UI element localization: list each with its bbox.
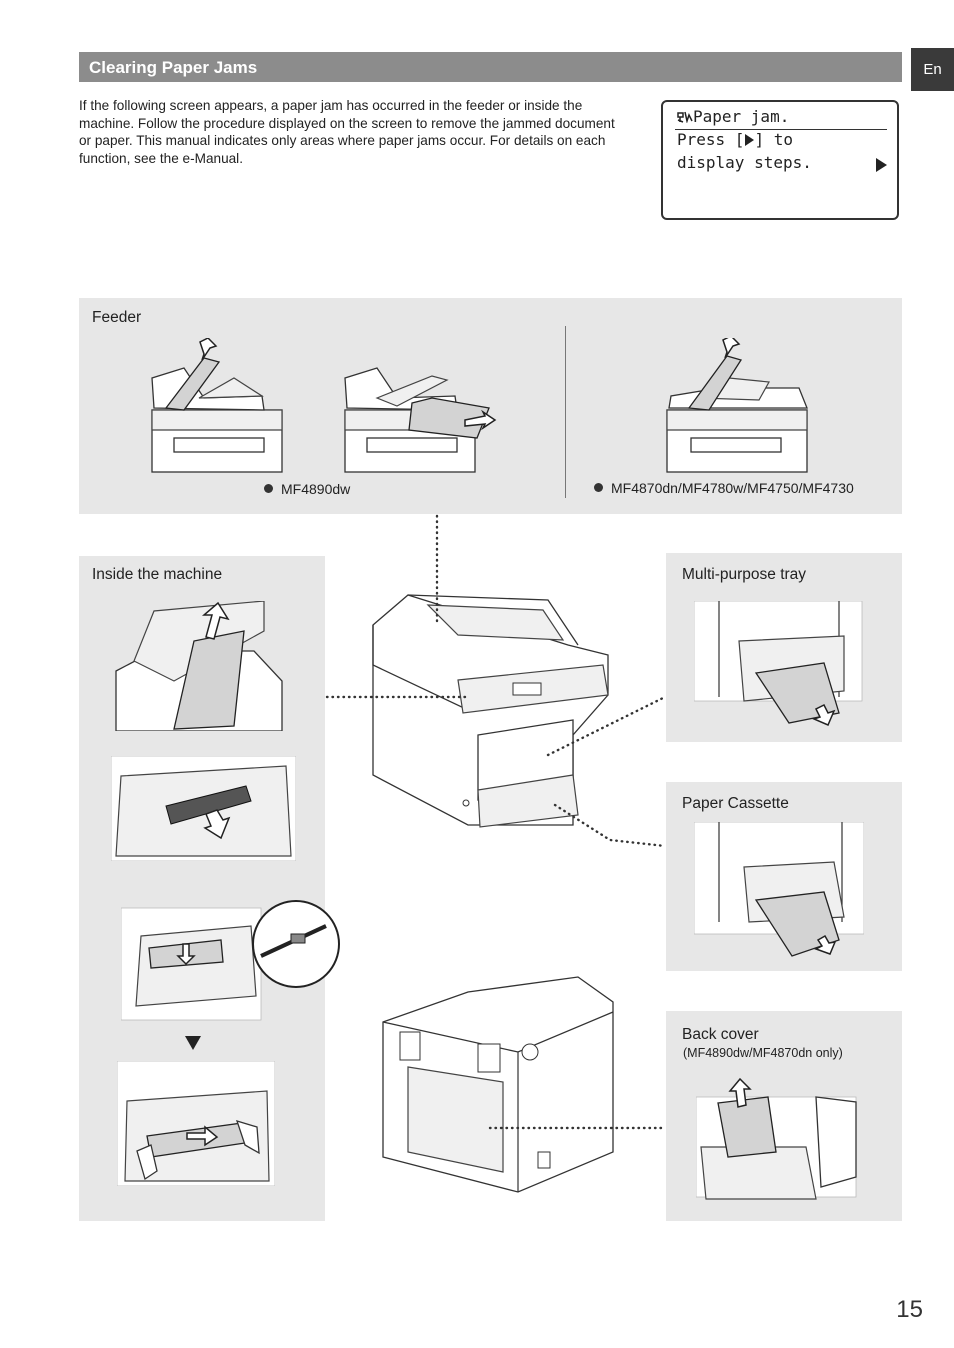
- inside-illustration-1: [115, 601, 283, 731]
- feeder-label: Feeder: [92, 309, 142, 326]
- lcd-divider: [675, 129, 887, 130]
- caption-mf4890dw: MF4890dw: [264, 481, 350, 497]
- language-tab: En: [911, 48, 954, 91]
- back-cover-label: Back cover: [682, 1026, 759, 1043]
- inside-illustration-2: [111, 756, 296, 861]
- lcd-screen: Paper jam. Press [ ] to display steps.: [661, 100, 899, 220]
- back-cover-illustration: [696, 1077, 857, 1200]
- back-cover-note: (MF4890dw/MF4870dn only): [683, 1046, 843, 1060]
- paper-cassette-label: Paper Cassette: [682, 795, 789, 812]
- inside-illustration-4: [117, 1061, 275, 1186]
- printer-front-illustration: [372, 594, 609, 828]
- paper-cassette-illustration: [694, 822, 864, 957]
- mp-tray-panel: Multi-purpose tray: [666, 553, 902, 742]
- feeder-panel: Feeder MF4890dw MF4870dn/MF4780w/MF4750/…: [79, 298, 902, 514]
- section-title: Clearing Paper Jams: [89, 58, 258, 77]
- mp-tray-label: Multi-purpose tray: [682, 566, 807, 583]
- paper-jam-icon: [677, 111, 693, 124]
- printer-back-illustration: [382, 976, 614, 1193]
- mp-tray-illustration: [694, 601, 863, 726]
- paper-cassette-panel: Paper Cassette: [666, 782, 902, 971]
- bullet-icon: [594, 483, 603, 492]
- inside-illustration-3: [121, 900, 340, 1021]
- intro-paragraph: If the following screen appears, a paper…: [79, 98, 615, 166]
- page-number: 15: [896, 1296, 923, 1323]
- lcd-line-2b: ] to: [754, 130, 793, 149]
- caption-other-models: MF4870dn/MF4780w/MF4750/MF4730: [594, 480, 854, 496]
- lcd-line-3: display steps.: [677, 153, 812, 172]
- bullet-icon: [264, 484, 273, 493]
- lcd-line-2a: Press [: [677, 130, 745, 149]
- section-title-bar: Clearing Paper Jams: [79, 52, 902, 82]
- next-arrow-icon: [876, 158, 887, 172]
- feeder-illustration-2: [344, 367, 497, 473]
- feeder-illustration-3: [666, 338, 808, 473]
- feeder-divider: [565, 326, 566, 498]
- down-triangle-icon: [185, 1036, 201, 1050]
- inside-machine-label: Inside the machine: [92, 566, 223, 583]
- back-cover-panel: Back cover (MF4890dw/MF4870dn only): [666, 1011, 902, 1221]
- feeder-illustration-1: [151, 338, 283, 473]
- right-triangle-icon: [745, 134, 755, 146]
- lcd-line-1: Paper jam.: [693, 107, 790, 126]
- inside-machine-panel: Inside the machine: [79, 556, 340, 1221]
